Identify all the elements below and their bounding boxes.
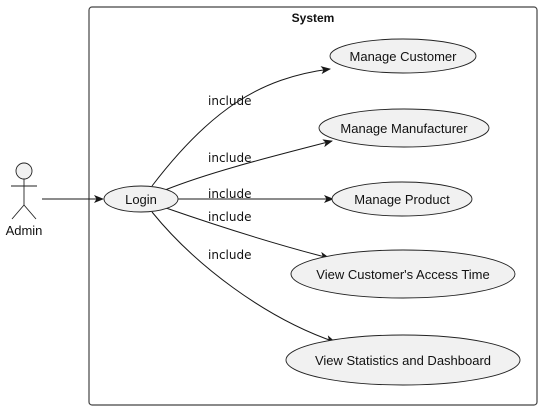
edge-login-to-manage-manufacturer (164, 139, 333, 191)
usecase-view-access-time-shape (290, 249, 516, 299)
edge-login-to-manage-customer (151, 66, 331, 187)
usecase-login-shape (103, 185, 179, 213)
usecase-login: Login (103, 185, 179, 213)
usecase-manage-customer-label: Manage Customer (350, 49, 458, 64)
label-include-access-time: include (208, 210, 251, 224)
usecase-view-access-time-label: View Customer's Access Time (316, 267, 489, 282)
usecase-view-access-time: View Customer's Access Time (290, 249, 516, 299)
edge-login-to-view-access-time (165, 207, 330, 260)
system-boundary (88, 6, 538, 406)
label-include-product: include (208, 187, 251, 201)
usecase-manage-product-label: Manage Product (354, 192, 450, 207)
system-title: System (292, 11, 335, 25)
usecase-manage-customer: Manage Customer (329, 38, 477, 74)
usecase-manage-manufacturer-label: Manage Manufacturer (340, 121, 468, 136)
label-include-customer: include (208, 94, 251, 108)
label-include-statistics: include (208, 248, 251, 262)
usecase-view-statistics-shape (285, 334, 521, 386)
usecase-login-label: Login (125, 192, 157, 207)
edge-login-to-view-statistics (151, 211, 336, 343)
usecase-manage-manufacturer: Manage Manufacturer (318, 108, 490, 148)
actor-right-leg (23, 204, 37, 220)
actor-head (15, 162, 33, 180)
actor-label: Admin (6, 223, 43, 238)
admin-actor: Admin (6, 162, 43, 238)
label-include-manufacturer: include (208, 151, 251, 165)
usecase-view-statistics-label: View Statistics and Dashboard (315, 353, 491, 368)
actor-left-leg (11, 204, 25, 220)
usecase-manage-customer-shape (329, 38, 477, 74)
usecase-view-statistics: View Statistics and Dashboard (285, 334, 521, 386)
usecase-manage-manufacturer-shape (318, 108, 490, 148)
usecase-manage-product-shape (331, 181, 473, 217)
usecase-manage-product: Manage Product (331, 181, 473, 217)
